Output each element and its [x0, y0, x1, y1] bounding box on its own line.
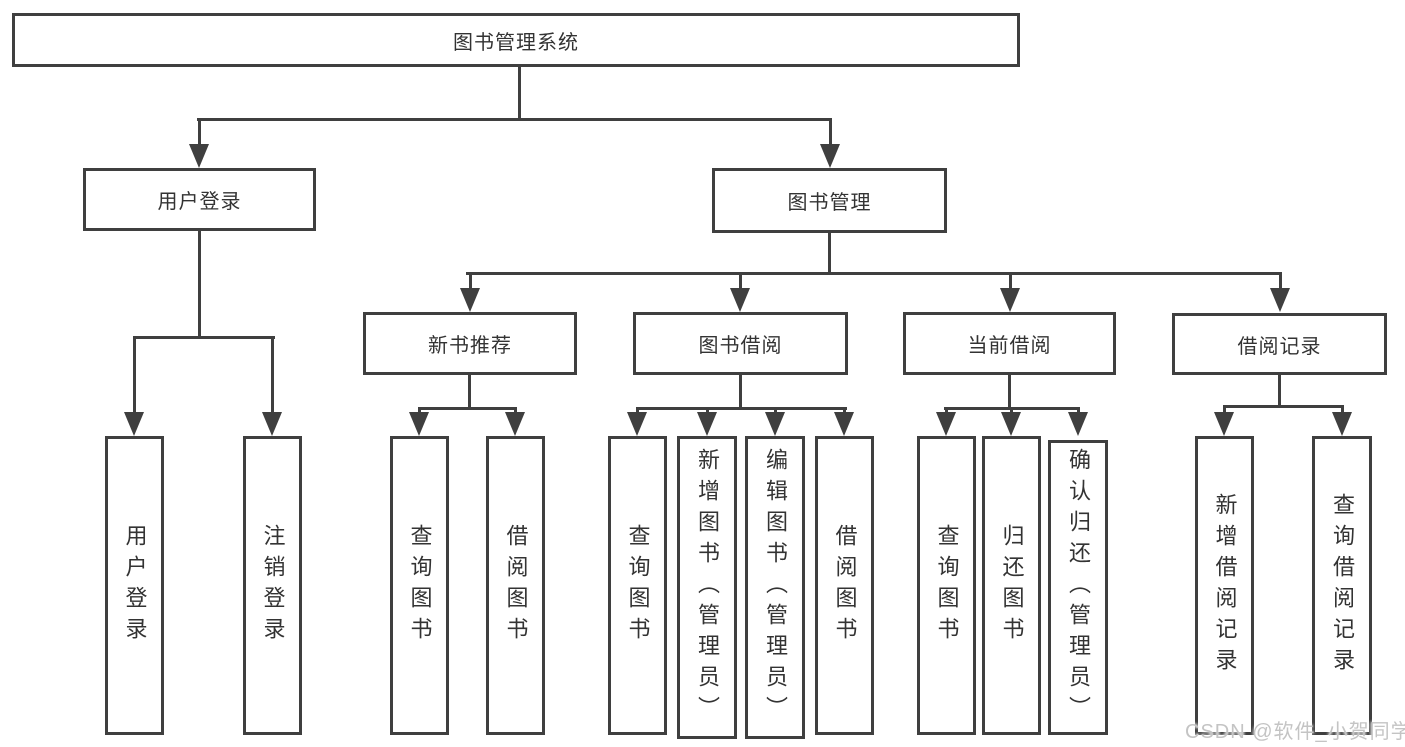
node-leaf-user-login: 用户登录: [105, 436, 164, 735]
node-label: 用户登录: [157, 191, 242, 213]
node-book-management-system: 图书管理系统: [12, 13, 1020, 67]
node-leaf-logout: 注销登录: [243, 436, 302, 735]
node-label: 用户登录: [122, 523, 148, 648]
arrow-down-icon: [1270, 272, 1290, 312]
connector-book-borrowing-stem: [739, 373, 742, 409]
node-label: 当前借阅: [967, 335, 1052, 357]
node-leaf-bb-borrow-books: 借阅图书: [815, 436, 874, 735]
arrow-down-icon: [262, 336, 282, 436]
arrow-down-icon: [1068, 407, 1088, 436]
connector-level2-bar: [197, 118, 832, 121]
node-label: 借阅记录: [1237, 335, 1322, 358]
node-borrowing-records: 借阅记录: [1172, 313, 1387, 375]
node-label: 借阅图书: [832, 523, 858, 648]
node-label: 查询图书: [934, 523, 960, 648]
node-leaf-br-add-record: 新增借阅记录: [1195, 436, 1254, 735]
arrow-down-icon: [124, 336, 144, 436]
connector-level3-bar: [466, 272, 1282, 275]
connector-new-book-stem: [468, 373, 471, 409]
arrow-down-icon: [697, 407, 717, 436]
arrow-down-icon: [730, 272, 750, 312]
node-label: 编辑图书（管理员）: [763, 448, 788, 727]
arrow-down-icon: [1332, 405, 1352, 436]
node-leaf-bb-query-books: 查询图书: [608, 436, 667, 735]
node-label: 借阅图书: [503, 523, 529, 648]
arrow-down-icon: [409, 407, 429, 436]
node-label: 新增借阅记录: [1212, 492, 1238, 679]
arrow-down-icon: [765, 407, 785, 436]
node-label: 图书管理系统: [453, 31, 579, 54]
connector-current-borrowing-stem: [1008, 373, 1011, 409]
csdn-watermark: CSDN @软件_小贺同学: [1185, 721, 1405, 743]
node-new-book-recommend: 新书推荐: [363, 312, 577, 375]
connector-book-management-stem: [828, 231, 831, 274]
node-leaf-bb-edit-books-admin: 编辑图书（管理员）: [745, 436, 805, 739]
node-label: 图书借阅: [698, 335, 783, 357]
node-leaf-nb-query-books: 查询图书: [390, 436, 449, 735]
arrow-down-icon: [820, 118, 840, 168]
node-label: 图书管理: [787, 192, 872, 214]
connector-borrowing-records-bar: [1223, 405, 1344, 408]
node-label: 归还图书: [999, 523, 1025, 648]
connector-new-book-bar: [418, 407, 517, 410]
arrow-down-icon: [627, 407, 647, 436]
arrow-down-icon: [1214, 405, 1234, 436]
node-leaf-cb-confirm-return-admin: 确认归还（管理员）: [1048, 440, 1108, 735]
arrow-down-icon: [936, 407, 956, 436]
arrow-down-icon: [189, 118, 209, 168]
node-leaf-cb-query-books: 查询图书: [917, 436, 976, 735]
node-label: 查询借阅记录: [1330, 492, 1355, 679]
connector-root-stem: [518, 64, 521, 120]
connector-borrowing-records-stem: [1278, 373, 1281, 407]
arrow-down-icon: [1000, 272, 1020, 312]
node-leaf-cb-return-books: 归还图书: [982, 436, 1041, 735]
node-leaf-bb-add-books-admin: 新增图书（管理员）: [677, 436, 737, 739]
connector-user-login-stem: [198, 229, 201, 338]
node-book-management: 图书管理: [712, 168, 947, 233]
node-current-borrowing: 当前借阅: [903, 312, 1116, 375]
node-leaf-br-query-record: 查询借阅记录: [1312, 436, 1372, 735]
connector-book-borrowing-bar: [636, 407, 847, 410]
node-label: 查询图书: [625, 523, 651, 648]
arrow-down-icon: [1001, 407, 1021, 436]
arrow-down-icon: [460, 272, 480, 312]
node-book-borrowing: 图书借阅: [633, 312, 848, 375]
connector-user-login-bar: [133, 336, 275, 339]
node-label: 新书推荐: [428, 335, 512, 357]
node-label: 查询图书: [407, 523, 433, 648]
node-user-login-branch: 用户登录: [83, 168, 316, 231]
node-label: 注销登录: [260, 523, 286, 648]
node-leaf-nb-borrow-books: 借阅图书: [486, 436, 545, 735]
arrow-down-icon: [505, 407, 525, 436]
node-label: 确认归还（管理员）: [1066, 448, 1091, 727]
arrow-down-icon: [834, 407, 854, 436]
node-label: 新增图书（管理员）: [695, 448, 720, 727]
